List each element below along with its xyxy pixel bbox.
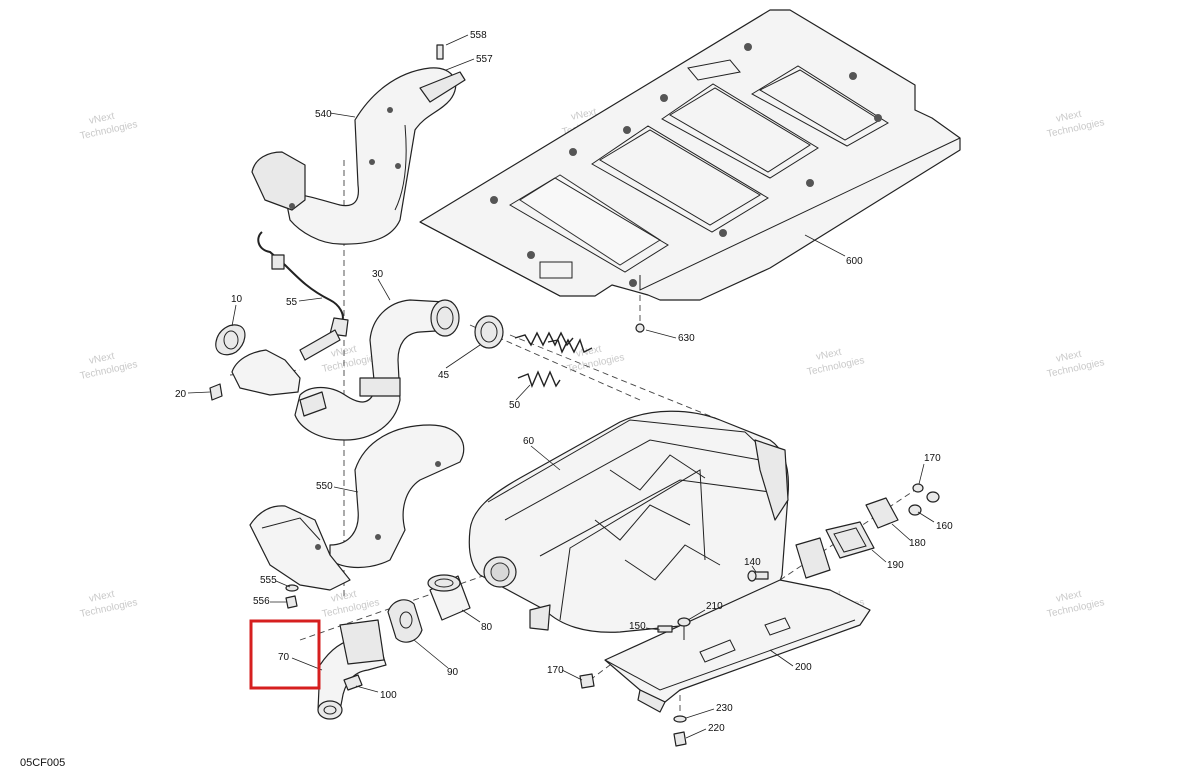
callout-10: 10 xyxy=(231,294,243,305)
nut-220 xyxy=(673,731,687,747)
callout-140: 140 xyxy=(744,557,761,568)
callout-50: 50 xyxy=(509,400,521,411)
nut-556 xyxy=(285,595,298,609)
callout-200: 200 xyxy=(795,662,812,673)
bolt-150 xyxy=(657,625,673,633)
washer-230 xyxy=(673,715,687,723)
bracket-180 xyxy=(865,497,899,529)
ring-45 xyxy=(474,315,504,349)
grommet-190 xyxy=(795,521,875,579)
o2-sensor-55 xyxy=(257,231,349,361)
gasket-10 xyxy=(215,324,246,356)
lower-heat-shield-550 xyxy=(249,424,465,591)
callout-630: 630 xyxy=(678,333,695,344)
callout-600: 600 xyxy=(846,256,863,267)
callout-100: 100 xyxy=(380,690,397,701)
bracket-200 xyxy=(604,579,871,713)
callout-555: 555 xyxy=(260,575,277,586)
callout-556: 556 xyxy=(253,596,270,607)
callout-45: 45 xyxy=(438,370,450,381)
callout-55: 55 xyxy=(286,297,298,308)
callout-550: 550 xyxy=(316,481,333,492)
muffler-60 xyxy=(468,410,790,633)
watermark: vNext xyxy=(1055,109,1083,125)
callout-80: 80 xyxy=(481,622,493,633)
bolt-210 xyxy=(677,617,691,640)
gasket-90 xyxy=(387,599,423,643)
callout-170-bottom: 170 xyxy=(547,665,564,676)
washer-170-top xyxy=(912,483,940,503)
washer-160 xyxy=(908,504,922,516)
callout-210: 210 xyxy=(706,601,723,612)
callout-20: 20 xyxy=(175,389,187,400)
nut-20 xyxy=(209,383,223,401)
bolt-140 xyxy=(747,570,769,582)
watermark: vNext xyxy=(1055,349,1083,365)
sleeve-80 xyxy=(427,574,471,621)
watermark: vNext xyxy=(330,589,358,605)
callout-70: 70 xyxy=(278,652,290,663)
exhaust-pipe-30 xyxy=(231,299,460,441)
callout-230: 230 xyxy=(716,703,733,714)
screw-630 xyxy=(635,323,645,333)
watermark: vNext xyxy=(88,351,116,367)
leader-lines xyxy=(187,34,935,739)
callout-90: 90 xyxy=(447,667,459,678)
watermark: vNext xyxy=(1055,589,1083,605)
callout-190: 190 xyxy=(887,560,904,571)
callout-numbers: 558 557 540 600 630 30 10 55 45 50 20 60… xyxy=(175,30,953,734)
callout-557: 557 xyxy=(476,54,493,65)
watermark: vNext xyxy=(815,347,843,363)
heat-shield-plate xyxy=(419,9,961,301)
watermark: vNext xyxy=(88,111,116,127)
upper-heat-shield-540 xyxy=(251,67,466,245)
highlight-box-part-70[interactable] xyxy=(249,619,321,690)
diagram-code: 05CF005 xyxy=(20,757,66,769)
callout-150: 150 xyxy=(629,621,646,632)
callout-160: 160 xyxy=(936,521,953,532)
watermark: vNext xyxy=(88,589,116,605)
callout-540: 540 xyxy=(315,109,332,120)
springs-50 xyxy=(514,331,593,388)
pipe-70 xyxy=(317,619,387,720)
callout-170-top: 170 xyxy=(924,453,941,464)
callout-220: 220 xyxy=(708,723,725,734)
nut-170-bottom xyxy=(579,673,595,689)
callout-180: 180 xyxy=(909,538,926,549)
callout-60: 60 xyxy=(523,436,535,447)
callout-558: 558 xyxy=(470,30,487,41)
callout-30: 30 xyxy=(372,269,384,280)
